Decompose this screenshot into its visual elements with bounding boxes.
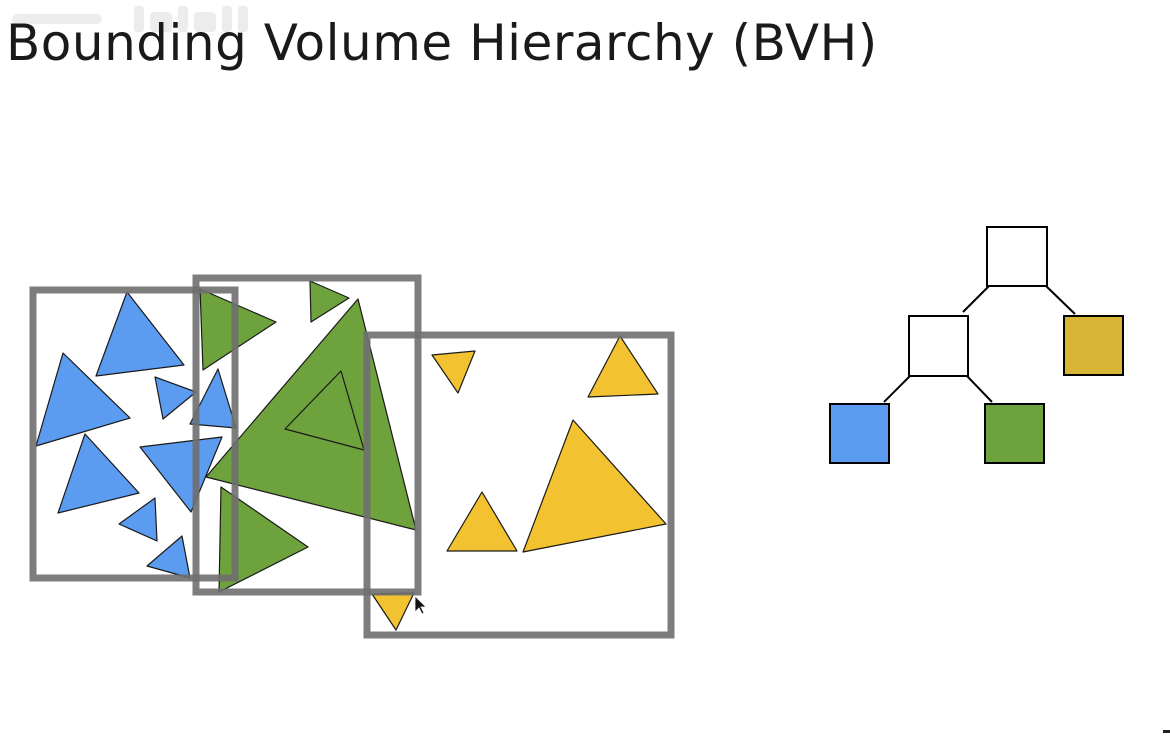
green-triangle (218, 486, 309, 593)
slide-title: Bounding Volume Hierarchy (BVH) (6, 14, 878, 72)
mouse-cursor-icon (414, 595, 427, 615)
bounding-box-yellow (363, 331, 675, 639)
blue-triangles (35, 291, 237, 579)
blue-triangle (35, 352, 131, 447)
blue-triangle (118, 497, 158, 542)
tree-edge (966, 375, 993, 403)
yellow-triangle (587, 335, 659, 398)
tree-edge (1045, 285, 1076, 315)
tree-leaf-blue (829, 403, 890, 464)
tree-inner-node (908, 315, 969, 377)
yellow-triangle (431, 350, 476, 394)
blue-triangle (139, 436, 223, 513)
green-triangle-inner (284, 370, 365, 451)
blue-triangle (146, 535, 191, 579)
tree-edges (883, 285, 1076, 403)
blue-triangle (95, 291, 185, 377)
edge-mark (1163, 730, 1170, 733)
bilibili-watermark (12, 6, 248, 32)
bvh-tree (829, 226, 1124, 464)
bounding-boxes (29, 274, 675, 639)
tree-leaf-yellow (1063, 315, 1124, 376)
tree-edge (962, 285, 990, 313)
yellow-triangles (371, 335, 667, 631)
tree-leaf-green (984, 403, 1045, 464)
tree-edge (883, 375, 911, 403)
yellow-triangle (446, 491, 518, 552)
bounding-box-green (192, 274, 422, 596)
blue-triangle (154, 376, 197, 420)
green-triangle (309, 280, 350, 323)
blue-triangle (189, 368, 237, 429)
yellow-triangle (371, 592, 415, 631)
yellow-triangle (522, 419, 667, 553)
bounding-box-blue (29, 286, 239, 582)
blue-triangle (57, 433, 140, 514)
tree-root-node (986, 226, 1048, 287)
